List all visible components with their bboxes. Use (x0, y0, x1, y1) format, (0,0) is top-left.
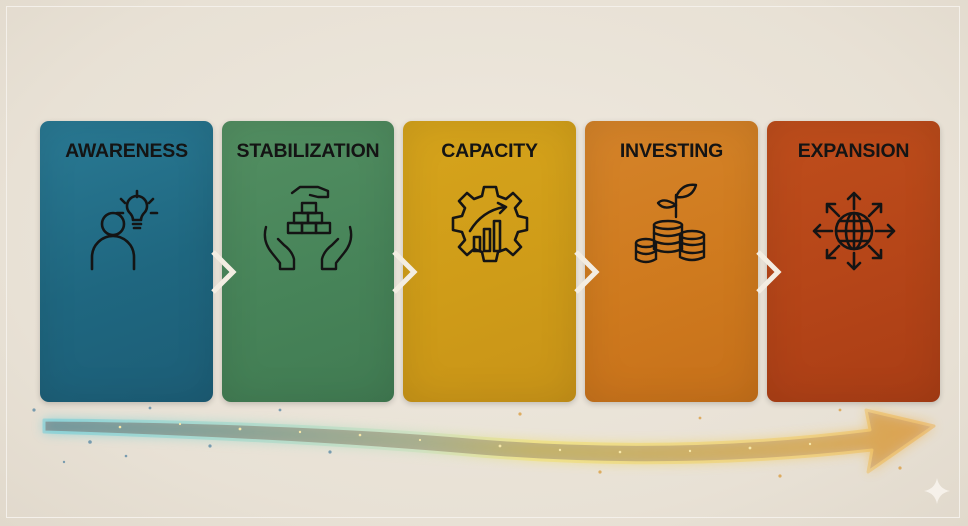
coins-sprout-icon (622, 177, 722, 277)
person-lightbulb-icon (77, 177, 177, 277)
stage-title: STABILIZATION (236, 140, 380, 162)
stage-awareness: AWARENESS (40, 121, 213, 402)
stage-expansion: EXPANSION (767, 121, 940, 402)
stage-title: AWARENESS (65, 140, 188, 162)
stage-title: INVESTING (619, 140, 724, 162)
progress-arrow-icon (0, 380, 968, 500)
chevron-arrow-icon (211, 250, 237, 294)
chevron-arrow-icon (574, 250, 600, 294)
stage-capacity: CAPACITY (403, 121, 576, 402)
chevron-arrow-icon (392, 250, 418, 294)
stage-investing: INVESTING (585, 121, 758, 402)
stage-title: EXPANSION (797, 140, 910, 162)
chevron-arrow-icon (756, 250, 782, 294)
gear-growth-chart-icon (440, 177, 540, 277)
sparkle-icon (922, 476, 952, 506)
hands-blocks-icon (258, 177, 358, 277)
stage-stabilization: STABILIZATION (222, 121, 394, 402)
image-frame (6, 6, 960, 518)
stage-title: CAPACITY (441, 140, 538, 162)
globe-arrows-icon (804, 177, 904, 277)
